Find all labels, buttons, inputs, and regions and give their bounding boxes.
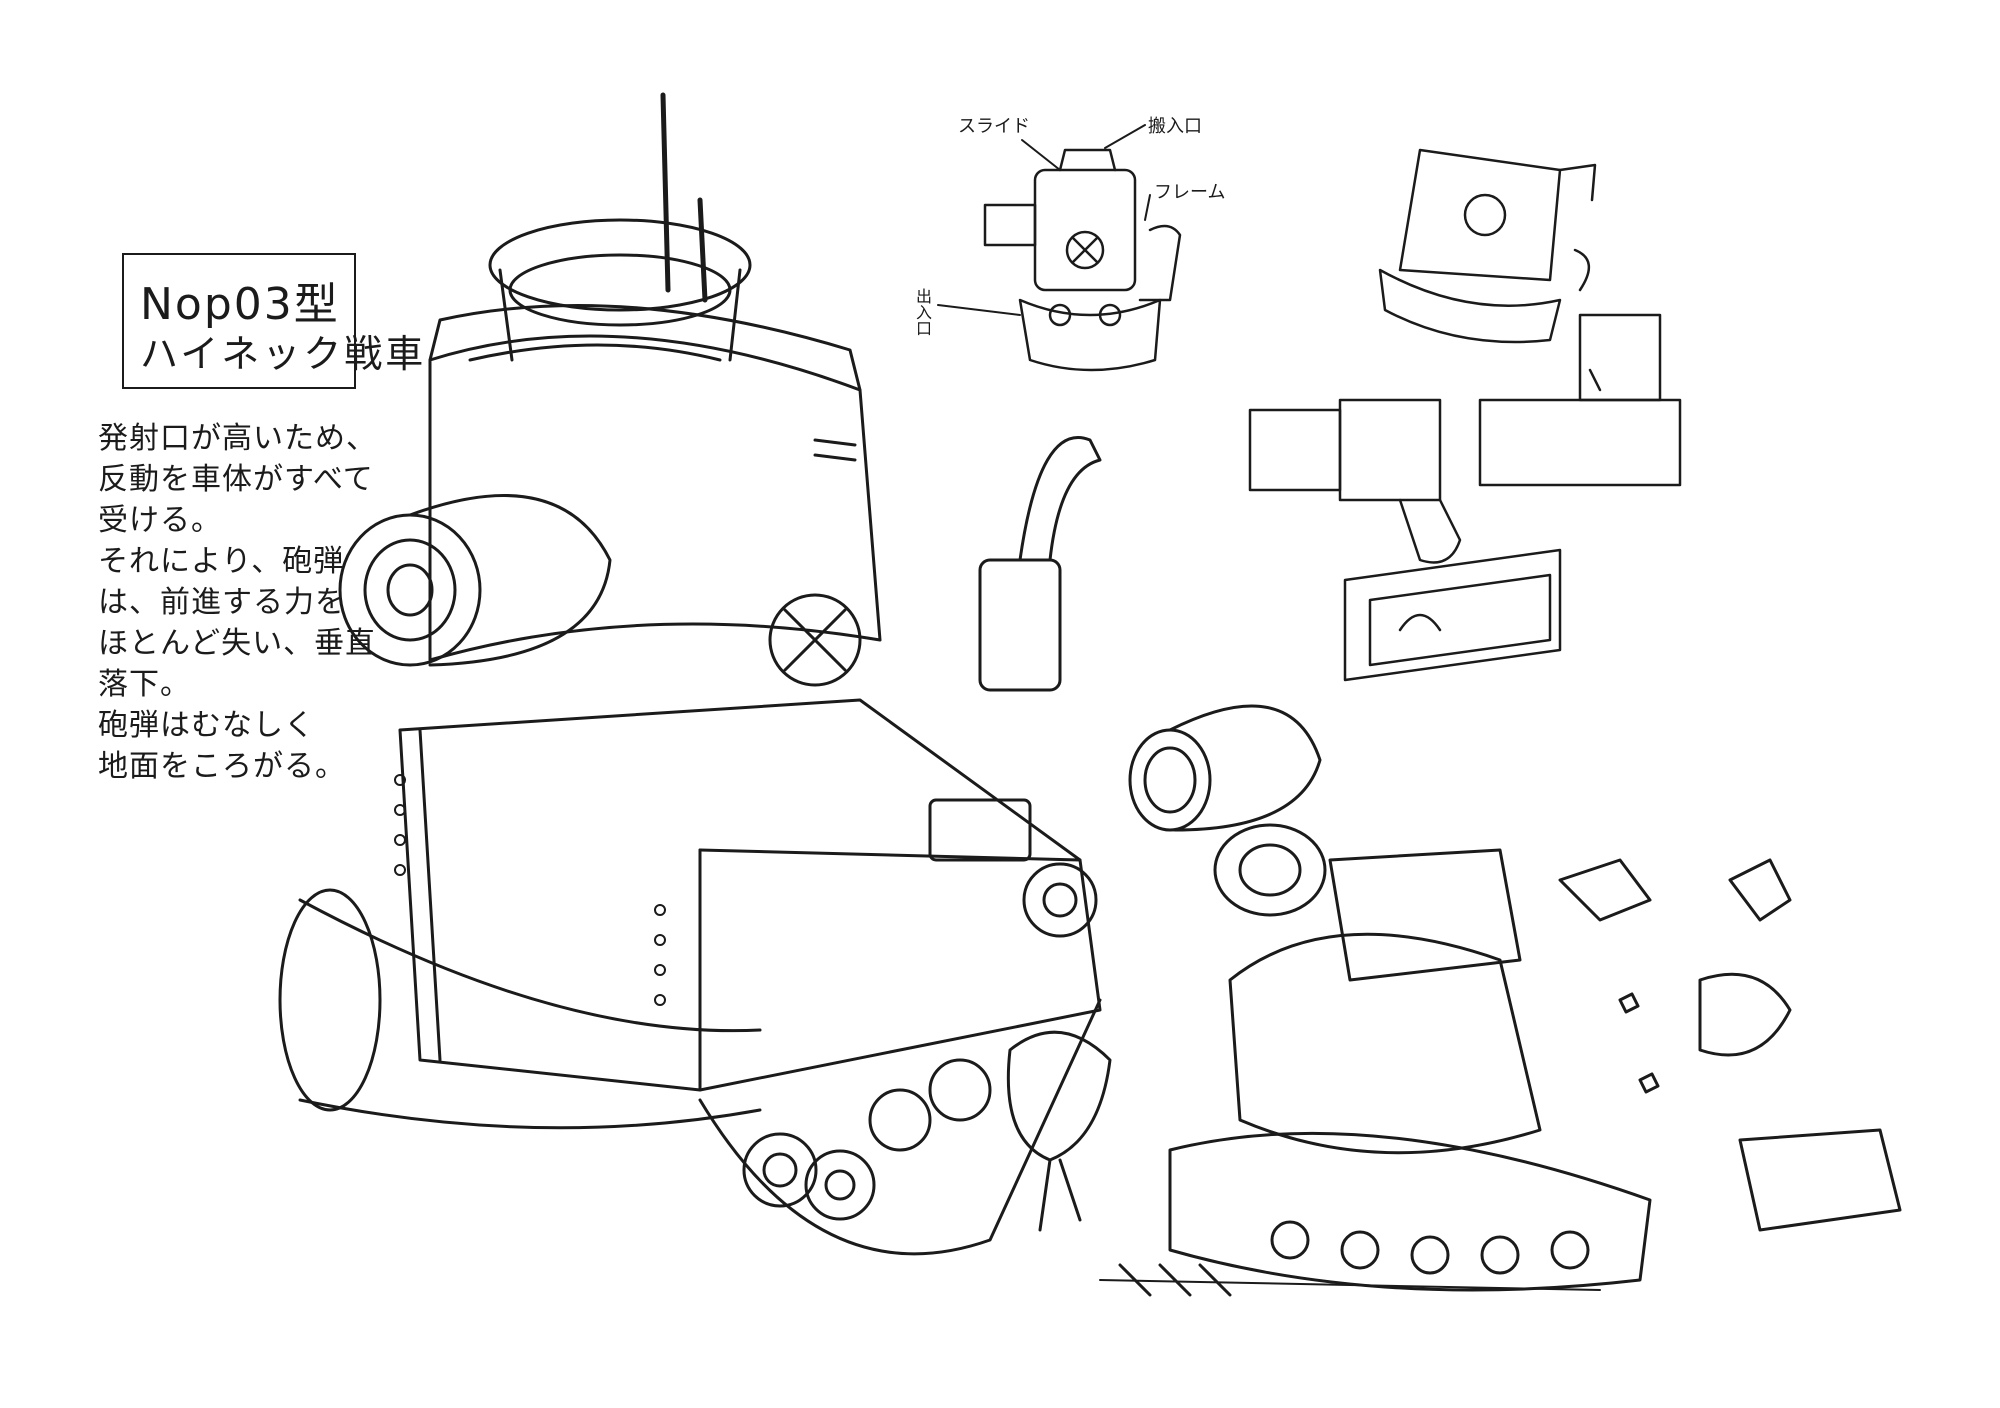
note-line: 受ける。 bbox=[98, 503, 222, 538]
note-line: それにより、砲弾 bbox=[98, 544, 345, 579]
flying-shell bbox=[1128, 704, 1322, 832]
leader-exit bbox=[937, 304, 1021, 316]
note-line: 発射口が高いため、 bbox=[98, 421, 377, 456]
note-line: 地面をころがる。 bbox=[98, 749, 346, 784]
note-line: 反動を車体がすべて bbox=[98, 462, 374, 497]
title-box bbox=[122, 253, 356, 389]
callout-hatch: 搬入口 bbox=[1148, 116, 1202, 137]
leader-slide bbox=[1021, 139, 1061, 171]
crashed-tank bbox=[1006, 823, 1902, 1297]
note-line: 落下。 bbox=[98, 667, 191, 702]
tank-type: ハイネック戦車 bbox=[140, 332, 427, 376]
note-line: は、前進する力を bbox=[98, 585, 346, 620]
note-line: 砲弾はむなしく bbox=[98, 708, 315, 743]
callout-frame: フレーム bbox=[1154, 182, 1226, 203]
leader-frame bbox=[1144, 194, 1151, 221]
model-name: Nop03型 bbox=[140, 279, 340, 330]
reference-sketch-rear bbox=[1378, 148, 1597, 344]
note-line: ほとんど失い、垂直 bbox=[98, 626, 377, 661]
reference-sketch-barrel bbox=[1248, 313, 1682, 682]
callout-slide: スライド bbox=[958, 116, 1030, 137]
note-list: 発射口が高いため、 反動を車体がすべて 受ける。 それにより、砲弾 は、前進する… bbox=[98, 418, 377, 787]
reference-sketch-front bbox=[983, 148, 1182, 372]
callout-exit: 出入口 bbox=[913, 288, 932, 336]
leader-hatch bbox=[1104, 124, 1146, 149]
